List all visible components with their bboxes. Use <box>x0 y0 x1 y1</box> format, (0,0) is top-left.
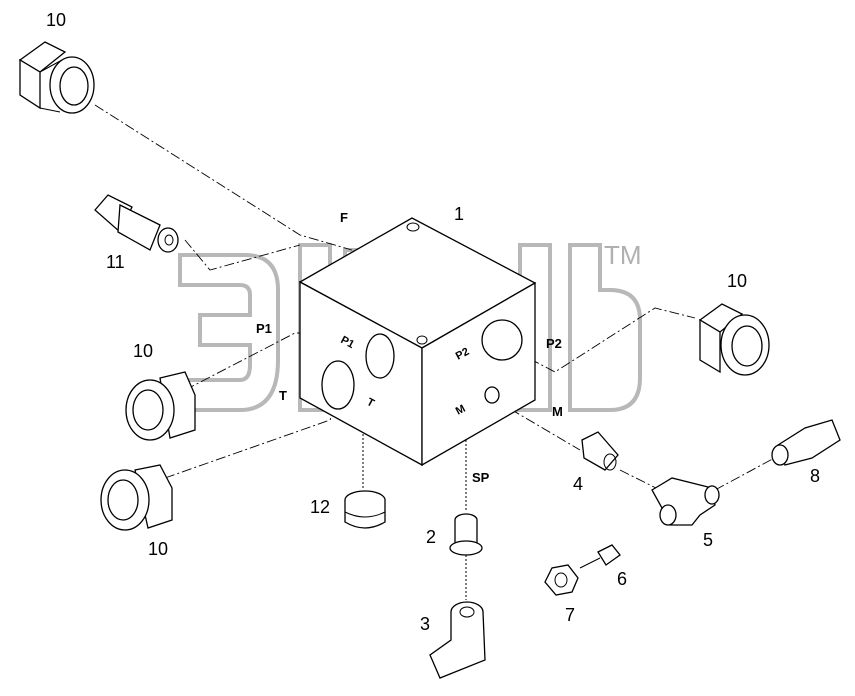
trademark-symbol: TM <box>604 240 642 270</box>
callouts: 1 2 3 4 5 6 7 8 10 10 10 10 11 12 <box>46 10 820 634</box>
port-label-p2: P2 <box>546 336 562 351</box>
fitting-10-top-left <box>18 41 95 114</box>
callout-2: 2 <box>426 527 436 547</box>
callout-8: 8 <box>810 466 820 486</box>
callout-10-right: 10 <box>727 271 747 291</box>
callout-10-bottom: 10 <box>148 539 168 559</box>
connector-8 <box>771 419 841 466</box>
face-mark-p1: P1 <box>339 334 357 351</box>
fitting-10-right <box>698 303 770 376</box>
port-label-p1: P1 <box>256 321 272 336</box>
nut-7 <box>544 564 579 596</box>
callout-10-top: 10 <box>46 10 66 30</box>
nipple-2 <box>449 513 483 556</box>
sleeve-6 <box>597 544 621 566</box>
plug-12 <box>344 490 386 529</box>
fitting-10-bottom-left <box>100 464 173 531</box>
manifold-block <box>298 217 537 467</box>
callout-6: 6 <box>617 569 627 589</box>
port-label-sp: SP <box>472 470 490 485</box>
port-label-t: T <box>279 388 287 403</box>
face-mark-t: T <box>365 396 377 410</box>
elbow-3 <box>429 601 486 679</box>
callout-5: 5 <box>703 530 713 550</box>
callout-11: 11 <box>106 252 125 272</box>
callout-3: 3 <box>420 614 430 634</box>
callout-7: 7 <box>565 605 575 625</box>
port-label-f: F <box>340 210 348 225</box>
callout-1: 1 <box>454 204 464 224</box>
callout-4: 4 <box>573 474 583 494</box>
face-mark-p2: P2 <box>454 346 472 363</box>
port-label-m: M <box>552 404 563 419</box>
tee-5 <box>651 477 720 526</box>
cartridge-11 <box>94 194 179 253</box>
port-labels: F P1 P2 T M SP <box>256 210 563 485</box>
callout-12: 12 <box>310 497 330 517</box>
union-4 <box>581 431 619 471</box>
callout-10-middle: 10 <box>133 341 153 361</box>
fitting-10-middle-left <box>125 371 196 441</box>
